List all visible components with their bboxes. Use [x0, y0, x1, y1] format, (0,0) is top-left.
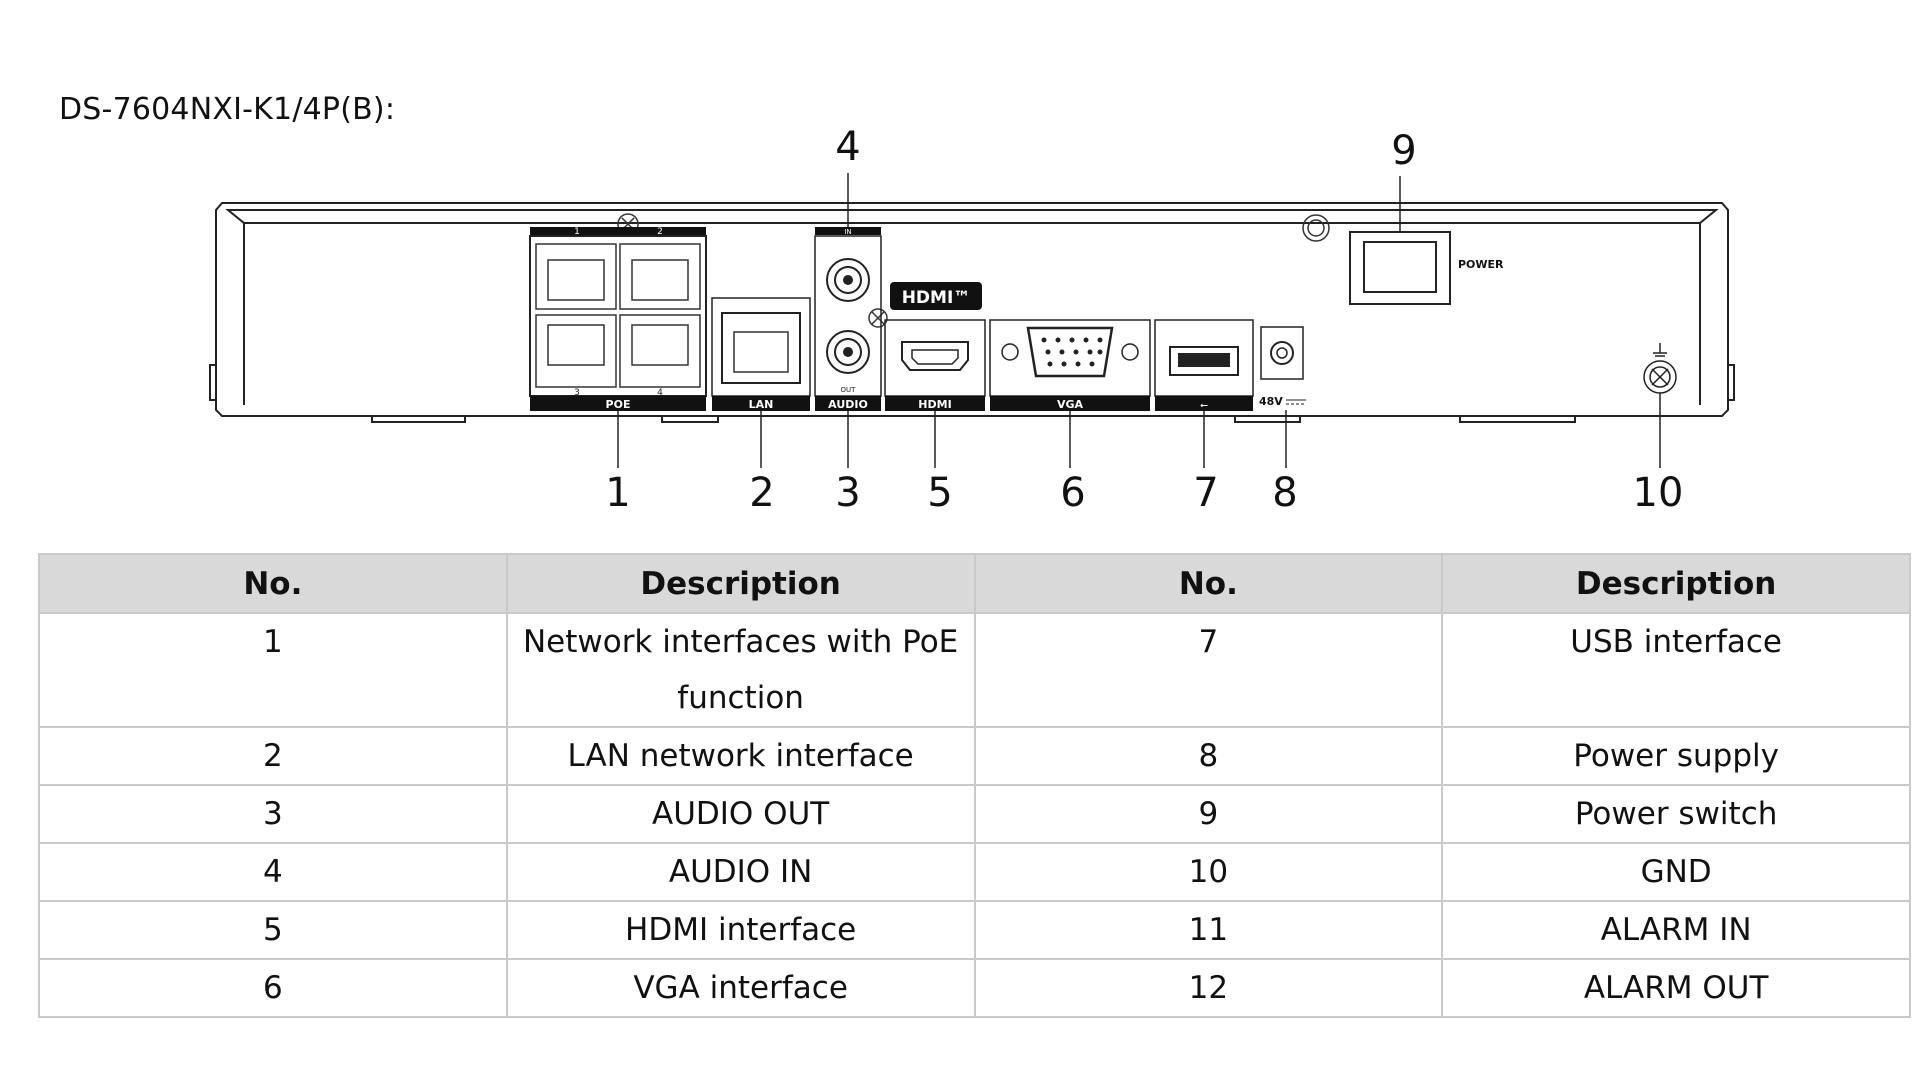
cell-no: 7 — [973, 612, 1444, 728]
header-no-left: No. — [38, 553, 508, 614]
callout-7: 7 — [1193, 470, 1218, 516]
model-title: DS-7604NXI-K1/4P(B): — [59, 92, 396, 127]
header-description-right: Description — [1441, 553, 1911, 614]
usb-symbol: ⭠ — [1200, 400, 1208, 411]
cell-description: LAN network interface — [505, 726, 976, 786]
callout-5: 5 — [927, 470, 952, 516]
cell-no: 2 — [38, 726, 508, 786]
cell-description: Network interfaces with PoE function — [505, 612, 976, 728]
table-row: 6 VGA interface 12 ALARM OUT — [38, 958, 1911, 1018]
rear-panel-diagram: 1 2 3 4 POE LAN IN OUT AUDIO HDMI™ — [209, 124, 1735, 516]
usb-port: ⭠ — [1154, 319, 1254, 411]
audio-out-small-label: OUT — [841, 386, 857, 394]
cell-description: ALARM IN — [1441, 900, 1911, 960]
cell-description: AUDIO OUT — [505, 784, 976, 844]
cell-description: GND — [1441, 842, 1911, 902]
cell-description: VGA interface — [505, 958, 976, 1018]
audio-ports: IN OUT AUDIO — [814, 227, 882, 411]
callout-4: 4 — [835, 124, 860, 170]
power-input: 48V — [1259, 326, 1306, 408]
power-input-label: 48V — [1259, 395, 1283, 408]
cell-description: Power switch — [1441, 784, 1911, 844]
lan-label: LAN — [749, 398, 774, 411]
cell-no: 4 — [38, 842, 508, 902]
callout-6: 6 — [1060, 470, 1085, 516]
callout-3: 3 — [835, 470, 860, 516]
screw-icon — [617, 213, 1330, 328]
callout-leader-lines — [617, 173, 1661, 468]
poe-port-2-label: 2 — [657, 227, 663, 237]
chassis-outline — [209, 202, 1735, 423]
poe-port-4-label: 4 — [657, 388, 663, 398]
cell-no: 10 — [973, 842, 1444, 902]
callout-10: 10 — [1633, 470, 1684, 516]
poe-label: POE — [606, 398, 631, 411]
lan-port: LAN — [711, 297, 811, 411]
power-switch: POWER — [1349, 231, 1504, 305]
callout-2: 2 — [749, 470, 774, 516]
vga-port: VGA — [989, 319, 1151, 411]
table-row: 3 AUDIO OUT 9 Power switch — [38, 784, 1911, 844]
cell-description: AUDIO IN — [505, 842, 976, 902]
hdmi-label: HDMI — [918, 398, 951, 411]
poe-ports: 1 2 3 4 POE — [529, 227, 707, 411]
callout-1: 1 — [605, 470, 630, 516]
interface-table: No. Description No. Description 1 Networ… — [38, 553, 1911, 1018]
table-row: 2 LAN network interface 8 Power supply — [38, 726, 1911, 786]
callout-8: 8 — [1272, 470, 1297, 516]
cell-description: ALARM OUT — [1441, 958, 1911, 1018]
hdmi-logo-text: HDMI™ — [902, 288, 971, 308]
cell-description: Power supply — [1441, 726, 1911, 786]
header-description-left: Description — [505, 553, 976, 614]
cell-no: 3 — [38, 784, 508, 844]
callout-numbers: 1 2 3 4 5 6 7 8 9 10 — [605, 124, 1683, 516]
cell-no: 6 — [38, 958, 508, 1018]
poe-port-3-label: 3 — [574, 388, 580, 398]
hdmi-port: HDMI — [884, 319, 986, 411]
audio-in-small-label: IN — [844, 228, 851, 236]
table-row: 5 HDMI interface 11 ALARM IN — [38, 900, 1911, 960]
cell-description: USB interface — [1441, 612, 1911, 728]
hdmi-logo: HDMI™ — [890, 282, 982, 310]
vga-label: VGA — [1057, 398, 1084, 411]
cell-no: 1 — [38, 612, 508, 728]
cell-description: HDMI interface — [505, 900, 976, 960]
poe-port-1-label: 1 — [574, 227, 580, 237]
cell-no: 8 — [973, 726, 1444, 786]
cell-no: 12 — [973, 958, 1444, 1018]
cell-no: 9 — [973, 784, 1444, 844]
callout-9: 9 — [1391, 128, 1416, 174]
ground-terminal — [1643, 343, 1677, 394]
table-row: 4 AUDIO IN 10 GND — [38, 842, 1911, 902]
table-header-row: No. Description No. Description — [38, 553, 1911, 614]
cell-no: 5 — [38, 900, 508, 960]
cell-no: 11 — [973, 900, 1444, 960]
table-row: 1 Network interfaces with PoE function 7… — [38, 612, 1911, 728]
power-switch-label: POWER — [1458, 258, 1504, 271]
header-no-right: No. — [973, 553, 1444, 614]
audio-label: AUDIO — [828, 398, 868, 411]
